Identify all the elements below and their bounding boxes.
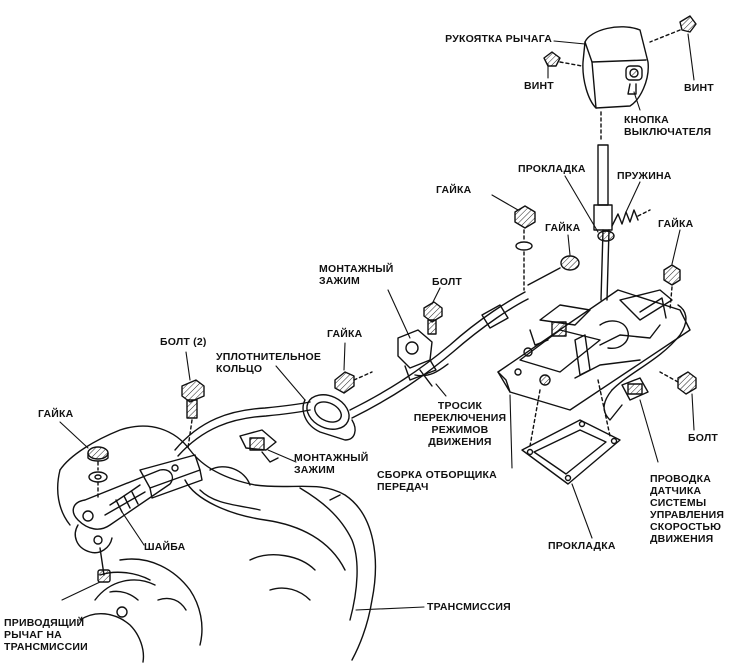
label-nut-right: ГАЙКА [658,218,694,230]
spring-part [611,209,651,227]
shift-cable-line [174,291,529,457]
label-mount-clamp-bottom: МОНТАЖНЫЙ ЗАЖИМ [294,452,369,476]
label-bolt-right: БОЛТ [688,432,719,444]
bolt-right-part [659,371,697,395]
label-gasket-bottom: ПРОКЛАДКА [548,540,616,552]
label-washer: ШАЙБА [144,541,186,553]
label-drive-lever: ПРИВОДЯЩИЙ РЫЧАГ НА ТРАНСМИССИИ [4,617,88,653]
transmission-housing [57,425,377,663]
label-shift-cable: ТРОСИК ПЕРЕКЛЮЧЕНИЯ РЕЖИМОВ ДВИЖЕНИЯ [413,400,507,448]
label-nut-upper-left: ГАЙКА [436,184,472,196]
nut-left-part [87,446,109,501]
label-screw-left: ВИНТ [524,80,554,92]
nut-upper-left-part [514,205,536,291]
label-lever-knob: РУКОЯТКА РЫЧАГА [445,33,552,45]
mount-clamp-bottom-part [239,429,279,463]
cable-bracket [104,454,203,516]
label-switch-button: КНОПКА ВЫКЛЮЧАТЕЛЯ [624,114,712,138]
label-sensor-wiring: ПРОВОДКА ДАТЧИКА СИСТЕМЫ УПРАВЛЕНИЯ СКОР… [650,473,725,545]
drive-lever [72,469,174,583]
label-gasket-top: ПРОКЛАДКА [518,163,586,175]
label-nut-mid: ГАЙКА [545,222,581,234]
gasket-bottom-part [521,379,621,485]
label-nut-left: ГАЙКА [38,408,74,420]
label-transmission: ТРАНСМИССИЯ [427,601,511,613]
label-seal-ring: УПЛОТНИТЕЛЬНОЕ КОЛЬЦО [216,351,322,375]
label-spring: ПРУЖИНА [617,170,672,182]
label-nut-cable: ГАЙКА [327,328,363,340]
selector-assembly-part [497,289,691,411]
label-mount-clamp-top: МОНТАЖНЫЙ ЗАЖИМ [319,263,394,287]
bolt-2-part [181,379,205,449]
shift-lever-knob [582,26,649,109]
nut-cable-part [334,371,373,394]
mount-clamp-top-part [397,329,437,387]
label-screw-right: ВИНТ [684,82,714,94]
leader-lines [59,33,695,611]
label-selector-assembly: СБОРКА ОТБОРЩИКА ПЕРЕДАЧ [377,469,497,493]
gasket-top-part [527,230,615,286]
seal-ring-part [302,394,356,441]
label-bolt-2: БОЛТ (2) [160,336,207,348]
screw-parts [543,15,697,67]
label-bolt-top: БОЛТ [432,276,463,288]
lever-shaft [593,111,613,301]
bolt-top-part [423,301,443,335]
sensor-wiring-part [603,304,687,421]
